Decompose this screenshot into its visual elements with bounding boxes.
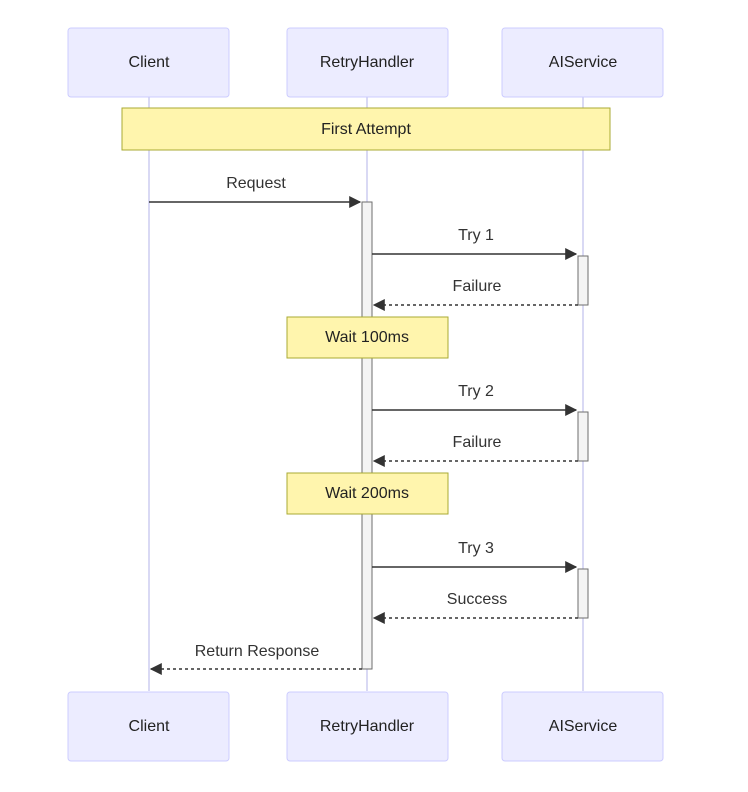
actor-label: RetryHandler — [320, 718, 415, 735]
actor-retry-handler-top[interactable]: RetryHandler — [286, 27, 449, 98]
message-label: Failure — [453, 278, 502, 295]
actor-client-top[interactable]: Client — [67, 27, 230, 98]
message-failure-1: Failure — [372, 278, 578, 311]
ai-service-activation-3 — [577, 568, 589, 619]
message-label: Request — [226, 175, 286, 192]
message-failure-2: Failure — [372, 434, 578, 467]
note-label: First Attempt — [321, 121, 411, 138]
message-try-1: Try 1 — [372, 227, 578, 260]
retry-handler-activation — [361, 201, 373, 670]
actor-label: Client — [129, 54, 170, 71]
actor-client-bottom[interactable]: Client — [67, 691, 230, 762]
actor-ai-service-bottom[interactable]: AIService — [501, 691, 664, 762]
message-label: Try 2 — [458, 383, 494, 400]
actor-retry-handler-bottom[interactable]: RetryHandler — [286, 691, 449, 762]
message-success: Success — [372, 591, 578, 624]
actor-ai-service-top[interactable]: AIService — [501, 27, 664, 98]
message-label: Try 1 — [458, 227, 494, 244]
message-label: Return Response — [195, 643, 320, 660]
note-wait-200ms: Wait 200ms — [286, 472, 449, 515]
actor-label: AIService — [549, 54, 618, 71]
ai-service-activation-1 — [577, 255, 589, 306]
actor-label: Client — [129, 718, 170, 735]
message-try-3: Try 3 — [372, 540, 578, 573]
message-request: Request — [149, 175, 362, 208]
note-wait-100ms: Wait 100ms — [286, 316, 449, 359]
actor-label: AIService — [549, 718, 618, 735]
note-label: Wait 200ms — [325, 485, 409, 502]
actor-label: RetryHandler — [320, 54, 415, 71]
message-label: Try 3 — [458, 540, 494, 557]
note-first-attempt: First Attempt — [121, 107, 611, 151]
message-try-2: Try 2 — [372, 383, 578, 416]
message-label: Success — [447, 591, 507, 608]
ai-service-activation-2 — [577, 411, 589, 462]
message-label: Failure — [453, 434, 502, 451]
note-label: Wait 100ms — [325, 329, 409, 346]
message-return-response: Return Response — [149, 643, 362, 675]
